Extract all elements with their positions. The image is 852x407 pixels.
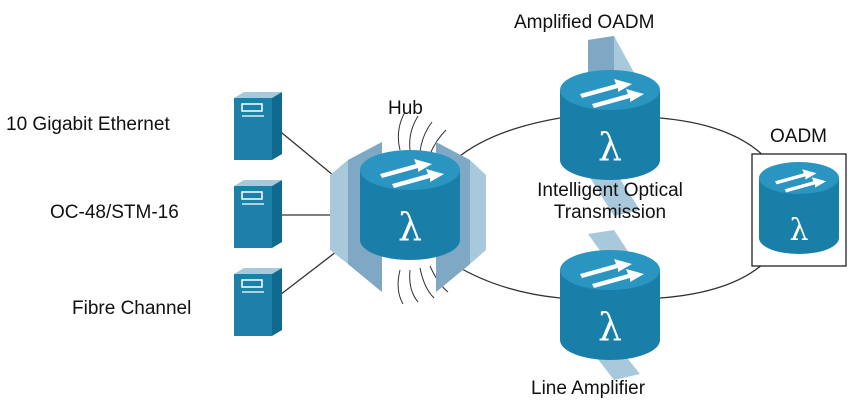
label-fibre-channel: Fibre Channel (72, 298, 192, 319)
router-icon (560, 70, 660, 180)
link-fibre (275, 244, 346, 299)
hub-fan-lines (397, 111, 449, 305)
lambda-icon: λ (789, 213, 808, 248)
label-intelligent-optical-transmission: Intelligent Optical Transmission (508, 180, 712, 224)
server-icon (234, 268, 282, 336)
lambda-icon: λ (398, 205, 422, 249)
router-icon (360, 150, 460, 260)
ring-upper-left (454, 117, 561, 161)
label-hub: Hub (388, 98, 423, 119)
label-line-amplifier: Line Amplifier (531, 378, 646, 399)
connection-lines (275, 117, 773, 299)
router-icon (560, 250, 660, 360)
label-intelligent-line1: Intelligent Optical (537, 180, 683, 201)
server-icon (234, 180, 282, 248)
label-oc48-stm16: OC-48/STM-16 (50, 202, 179, 223)
label-intelligent-line2: Transmission (553, 201, 667, 223)
label-10-gigabit-ethernet: 10 Gigabit Ethernet (6, 114, 170, 135)
lambda-icon: λ (598, 305, 622, 349)
label-amplified-oadm: Amplified OADM (514, 12, 655, 33)
router-icon (759, 162, 839, 254)
server-icon (234, 92, 282, 160)
ring-lower-left (454, 264, 561, 299)
label-oadm: OADM (770, 126, 827, 147)
lambda-icon: λ (598, 125, 622, 169)
